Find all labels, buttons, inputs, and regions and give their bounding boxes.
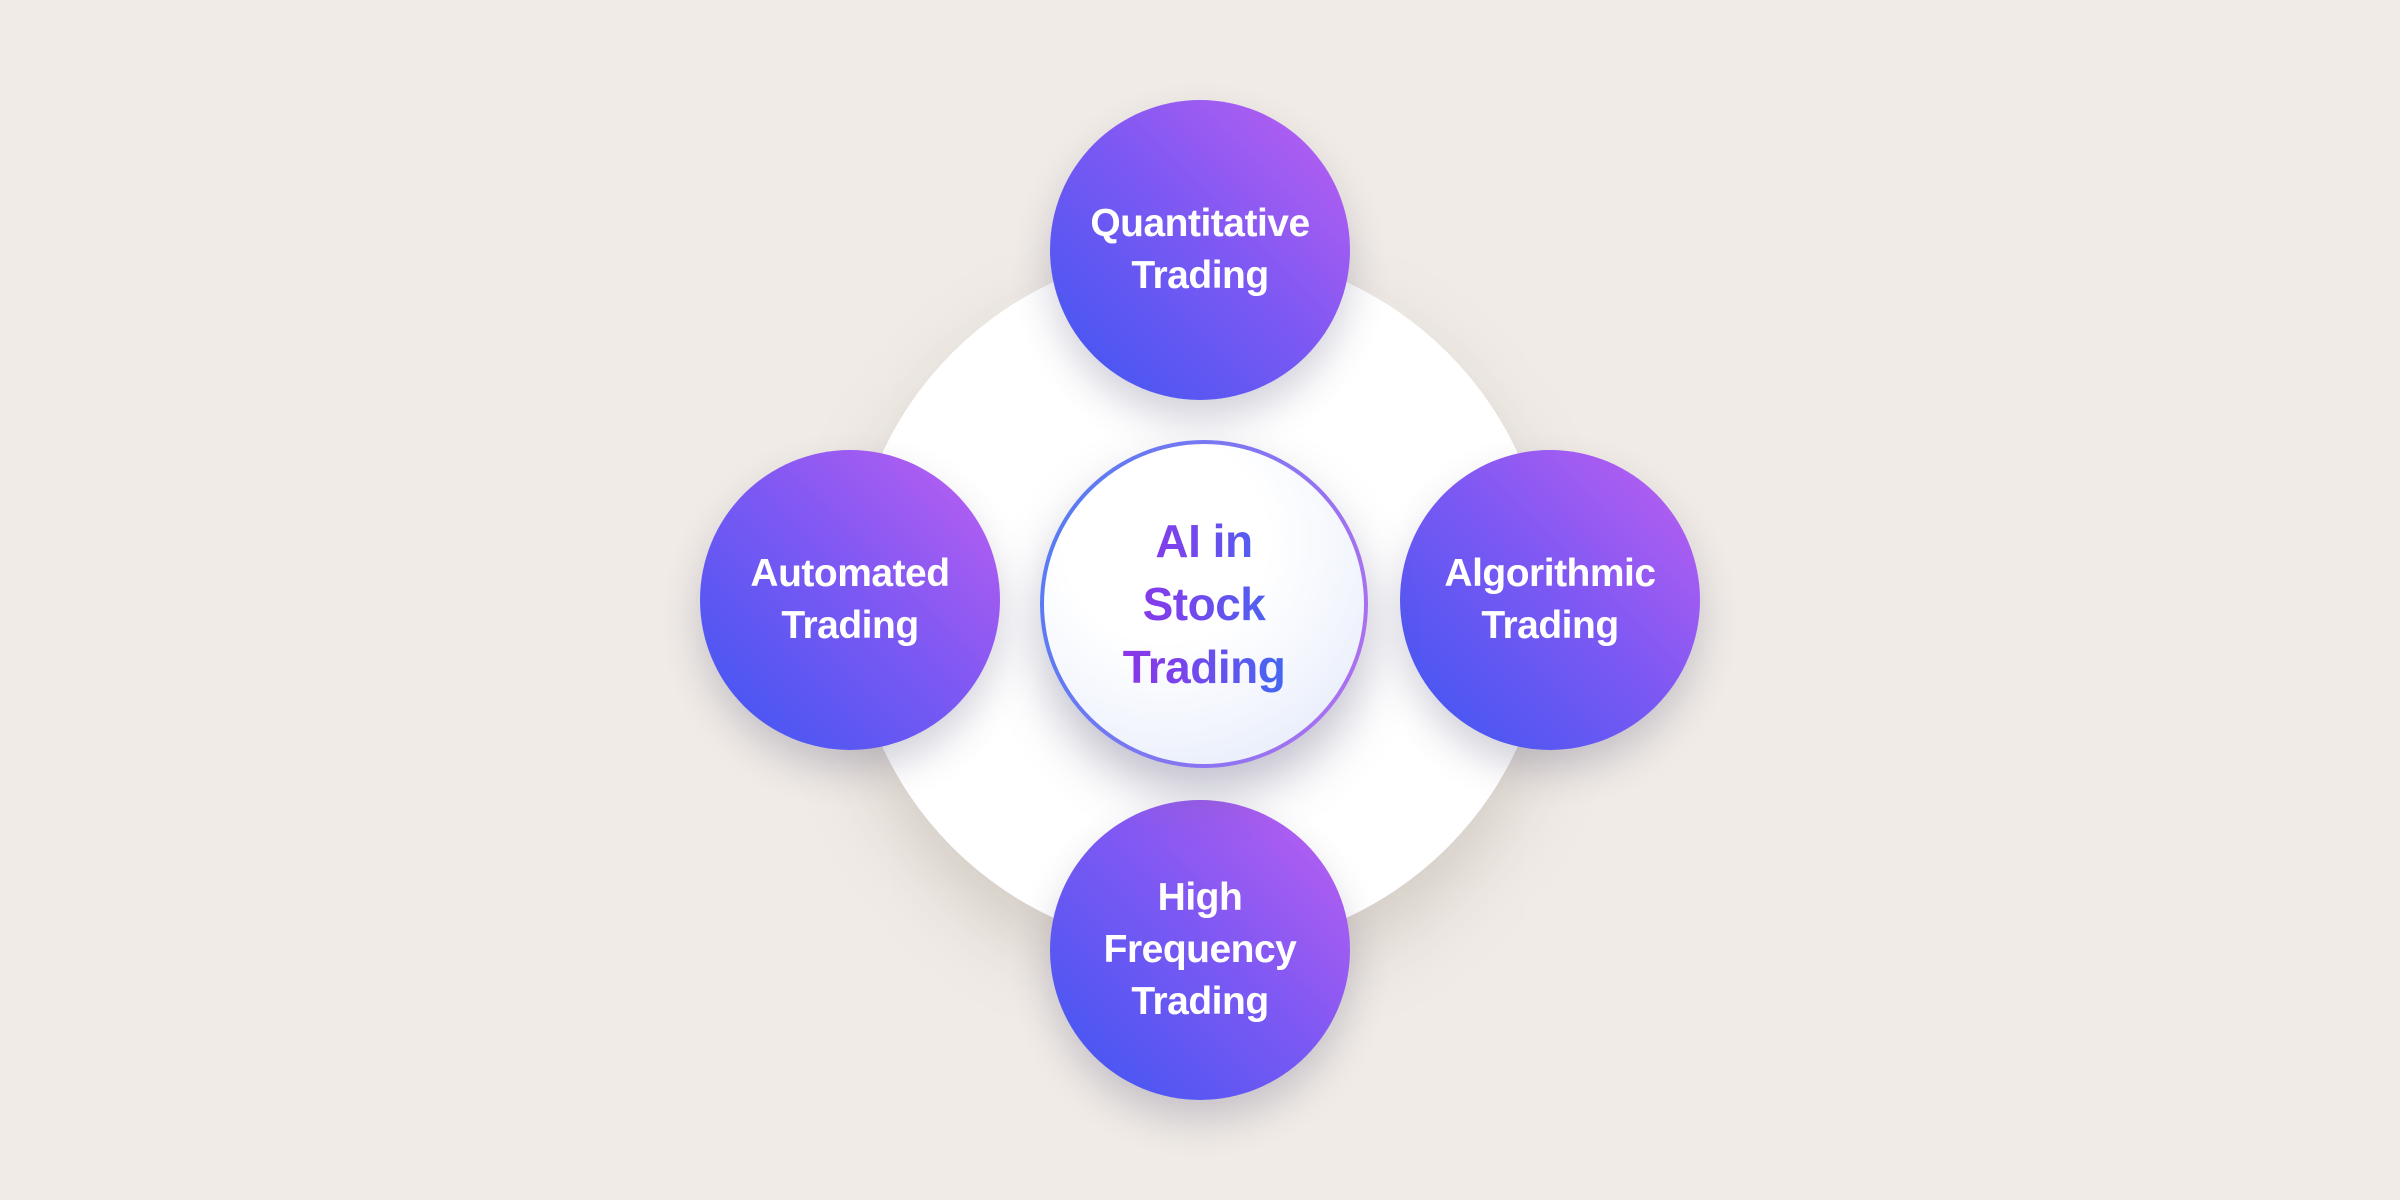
satellite-label-automated-trading: Automated Trading	[750, 552, 950, 647]
hub-label: AI in Stock Trading	[1123, 510, 1286, 699]
satellite-circle-algorithmic-trading: Algorithmic Trading	[1400, 450, 1700, 750]
satellite-label-algorithmic-trading: Algorithmic Trading	[1444, 552, 1656, 647]
satellite-circle-automated-trading: Automated Trading	[700, 450, 1000, 750]
satellite-circle-quantitative-trading: Quantitative Trading	[1050, 100, 1350, 400]
hub-circle: AI in Stock Trading	[1040, 440, 1368, 768]
satellite-label-quantitative-trading: Quantitative Trading	[1090, 202, 1310, 297]
satellite-circle-high-frequency-trading: High Frequency Trading	[1050, 800, 1350, 1100]
satellite-label-high-frequency-trading: High Frequency Trading	[1103, 876, 1297, 1023]
